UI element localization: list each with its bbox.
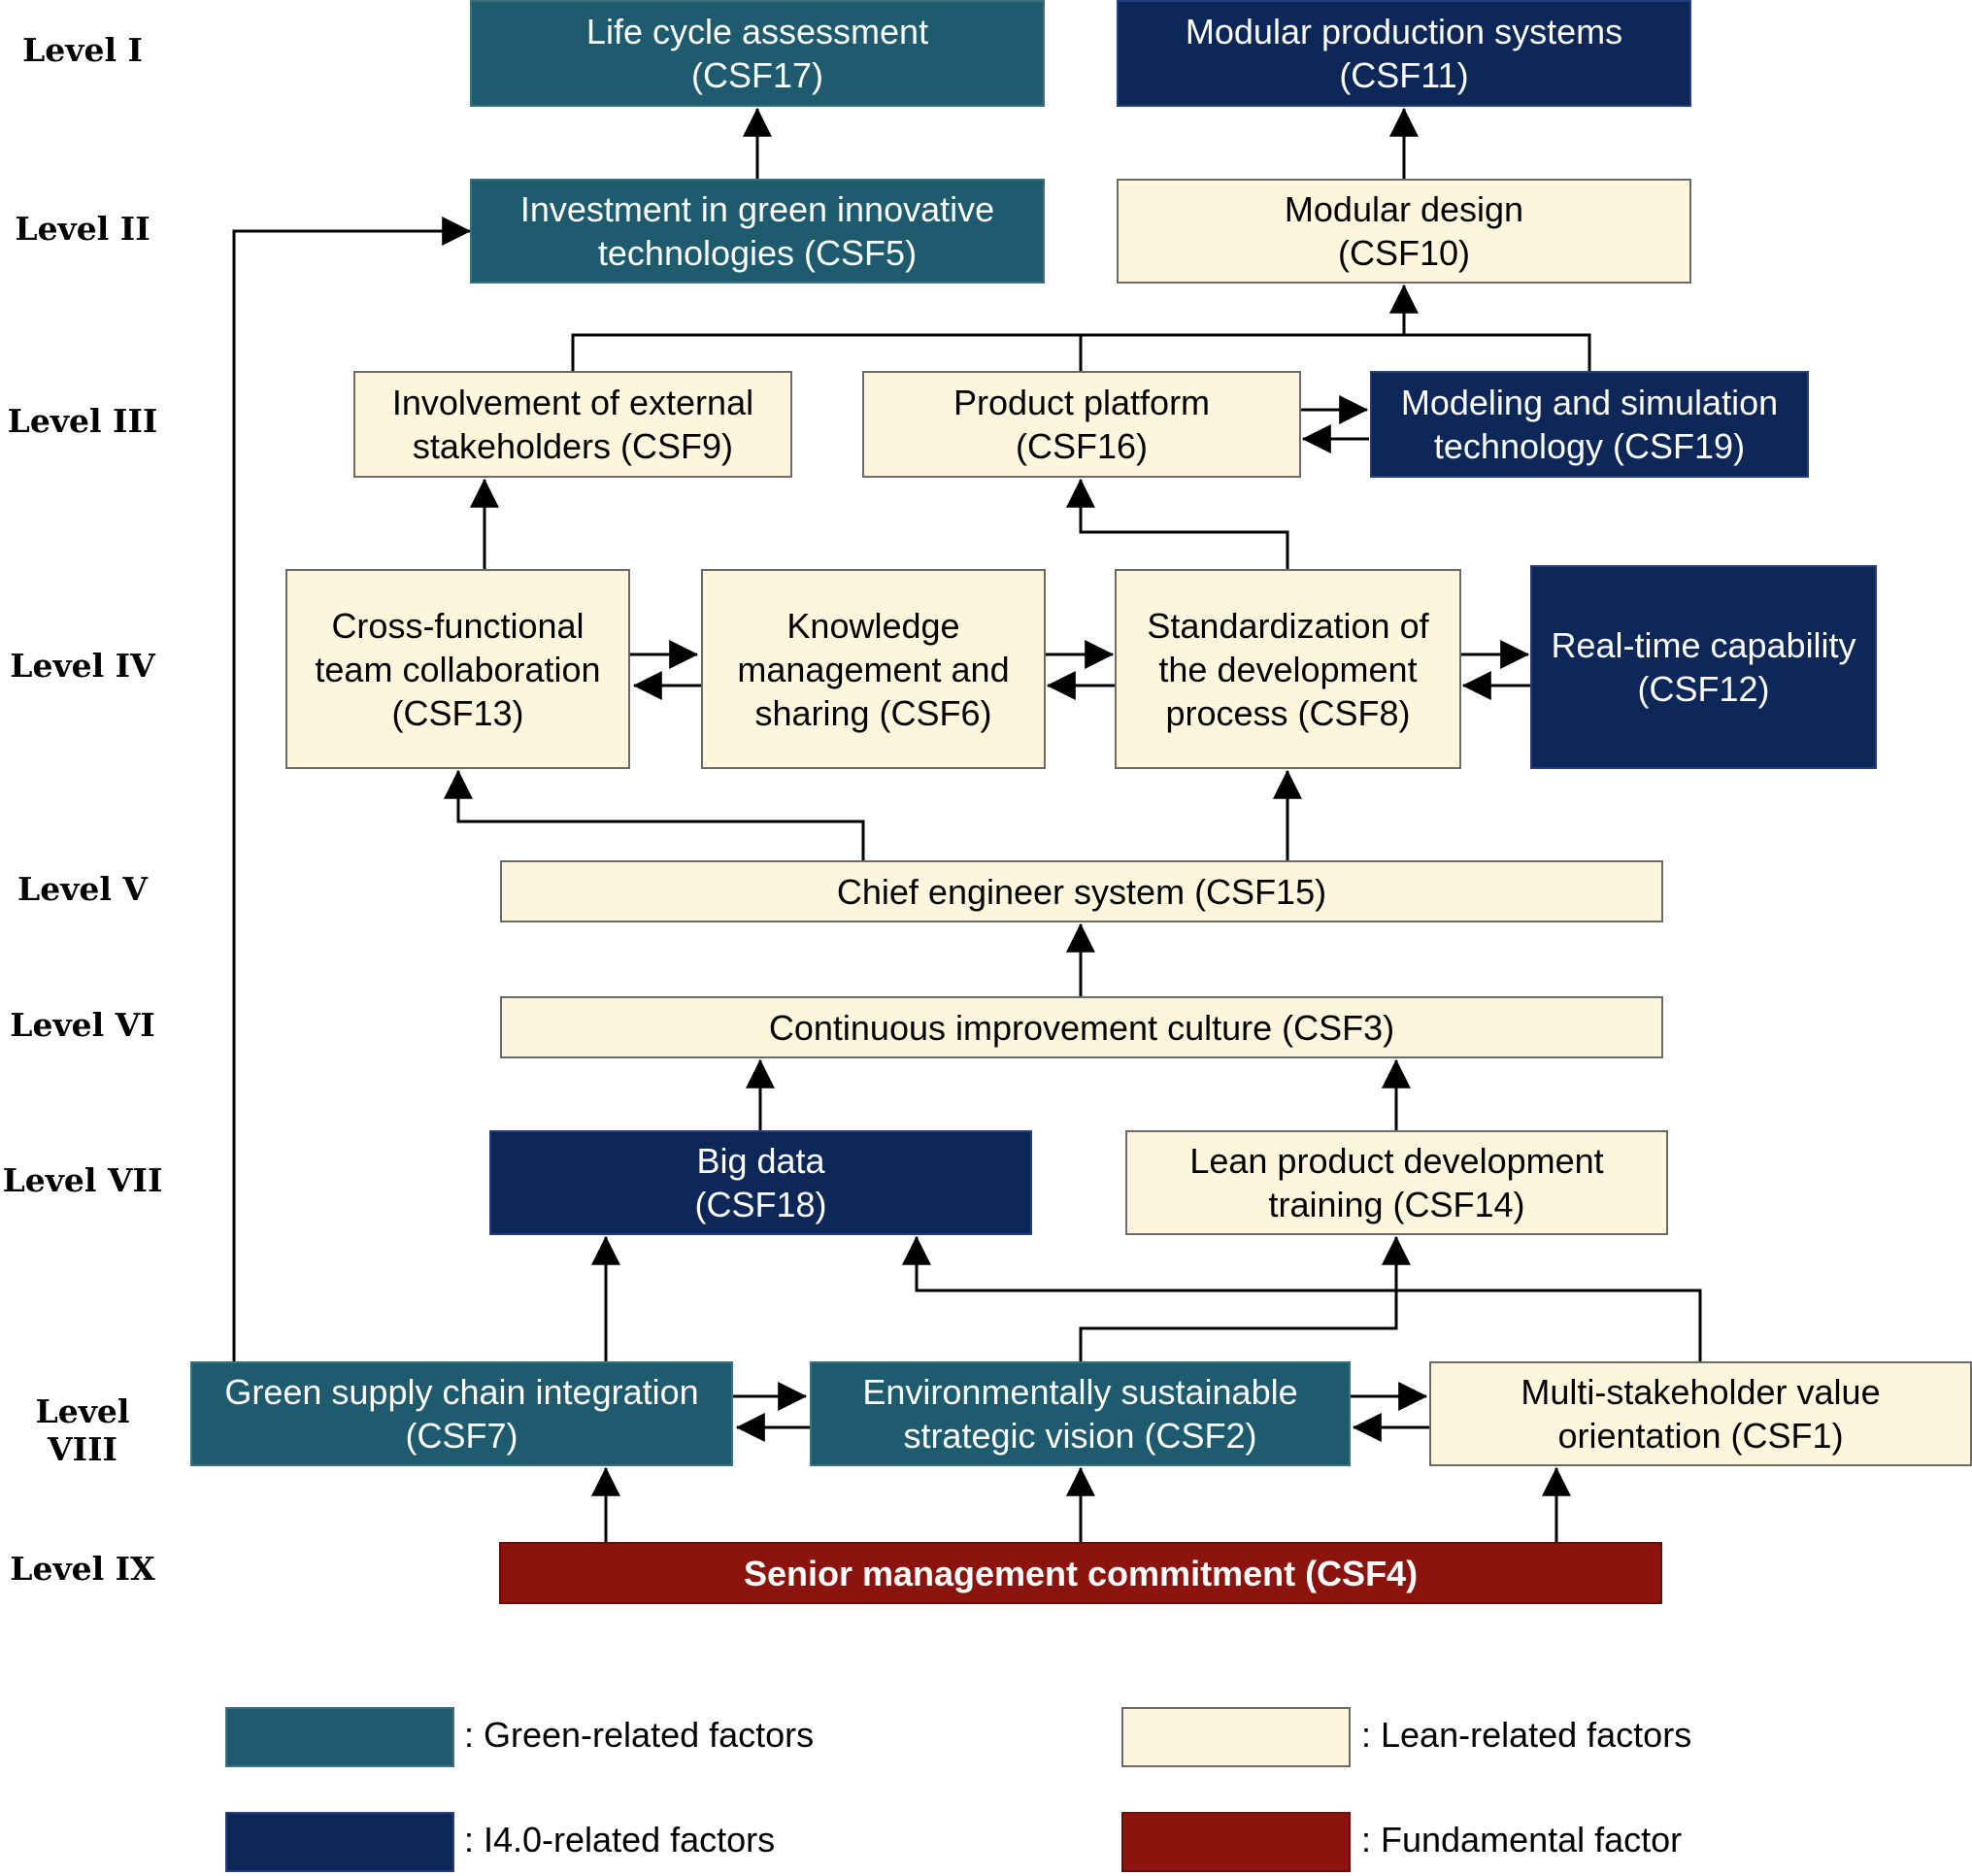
- node-csf19: Modeling and simulation technology (CSF1…: [1370, 371, 1809, 478]
- edge-csf2-csf14: [1079, 1235, 1411, 1361]
- node-csf16: Product platform (CSF16): [862, 371, 1301, 478]
- edge-csf15-csf13: [443, 769, 865, 860]
- node-csf5: Investment in green innovative technolog…: [470, 179, 1045, 284]
- legend-label-lean: : Lean-related factors: [1361, 1715, 1692, 1755]
- legend-label-green: : Green-related factors: [464, 1715, 815, 1755]
- level-label-1: Level I: [22, 31, 143, 69]
- level-label-9: Level IX: [10, 1550, 155, 1588]
- level-label-8: Level VIII: [35, 1392, 130, 1468]
- level-label-3: Level III: [7, 402, 158, 440]
- level-label-5: Level V: [17, 870, 148, 908]
- edge-csf1-csf18: [901, 1235, 1702, 1361]
- legend-label-fundamental: : Fundamental factor: [1361, 1820, 1683, 1859]
- node-csf8: Standardization of the development proce…: [1115, 569, 1461, 769]
- level-label-7: Level VII: [2, 1161, 163, 1199]
- node-csf7: Green supply chain integration (CSF7): [190, 1361, 733, 1466]
- node-csf17: Life cycle assessment (CSF17): [470, 0, 1045, 107]
- edge-csf9-csf10: [571, 284, 1419, 371]
- node-csf13: Cross-functional team collaboration (CSF…: [285, 569, 630, 769]
- node-csf1: Multi-stakeholder value orientation (CSF…: [1429, 1361, 1972, 1466]
- legend-swatch-fundamental: [1121, 1812, 1351, 1872]
- node-csf10: Modular design (CSF10): [1117, 179, 1691, 284]
- edge-csf19-csf10: [1404, 333, 1591, 371]
- legend-swatch-green: [225, 1707, 454, 1767]
- node-csf18: Big data (CSF18): [489, 1130, 1032, 1235]
- edge-csf7-csf5: [232, 216, 472, 1361]
- node-csf12: Real-time capability (CSF12): [1530, 565, 1877, 769]
- node-csf2: Environmentally sustainable strategic vi…: [810, 1361, 1351, 1466]
- edge-csf8-csf16: [1065, 478, 1289, 569]
- level-label-4: Level IV: [10, 647, 155, 685]
- node-csf14: Lean product development training (CSF14…: [1125, 1130, 1668, 1235]
- node-csf4: Senior management commitment (CSF4): [499, 1542, 1662, 1604]
- legend-swatch-i40: [225, 1812, 454, 1872]
- legend-swatch-lean: [1121, 1707, 1351, 1767]
- level-label-2: Level II: [15, 210, 150, 248]
- node-csf11: Modular production systems (CSF11): [1117, 0, 1691, 107]
- legend-label-i40: : I4.0-related factors: [464, 1820, 776, 1859]
- node-csf6: Knowledge management and sharing (CSF6): [701, 569, 1046, 769]
- node-csf3: Continuous improvement culture (CSF3): [500, 996, 1663, 1058]
- node-csf15: Chief engineer system (CSF15): [500, 860, 1663, 922]
- level-label-6: Level VI: [10, 1006, 155, 1044]
- node-csf9: Involvement of external stakeholders (CS…: [353, 371, 792, 478]
